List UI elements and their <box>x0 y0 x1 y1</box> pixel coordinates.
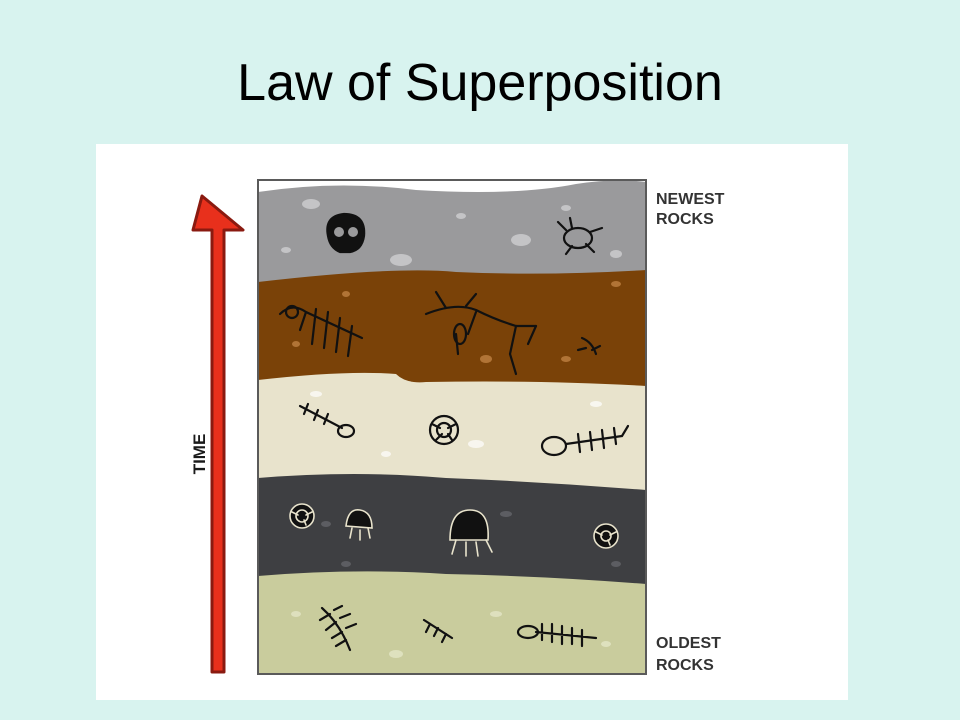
fern-fossil-2 <box>422 618 454 644</box>
pebbles <box>281 199 622 658</box>
skull-fossil <box>326 212 366 254</box>
superposition-diagram: TIME <box>96 144 848 700</box>
jellyfish-fossil-1 <box>345 509 373 541</box>
newest-label-line1: NEWEST <box>656 191 725 208</box>
small-animal-fossil <box>556 216 604 256</box>
newest-label-line2: ROCKS <box>656 211 714 228</box>
olive-bottom-layer <box>258 567 646 674</box>
rock-column-outline <box>257 179 647 675</box>
oldest-label-line1: OLDEST <box>656 635 721 652</box>
ammonite-fossil-2 <box>289 503 315 529</box>
ammonite-fossil-1 <box>428 414 460 446</box>
time-arrow <box>191 194 245 674</box>
small-lizard-fossil <box>576 336 602 356</box>
slide-title: Law of Superposition <box>237 54 723 112</box>
diagram-svg: TIME <box>190 179 725 675</box>
fern-fossil-1 <box>318 604 358 652</box>
brown-layer <box>258 266 646 386</box>
time-axis-label: TIME <box>190 434 209 475</box>
ammonite-fossil-3 <box>593 523 619 549</box>
jellyfish-fossil-2 <box>449 509 493 557</box>
fish-skeleton-fossil-3 <box>540 424 630 457</box>
trilobite-fossil <box>516 622 598 648</box>
reptile-skeleton-fossil <box>424 290 538 376</box>
gray-top-layer <box>258 180 646 282</box>
fossils <box>278 212 630 652</box>
time-arrow-shape <box>191 194 245 674</box>
fish-skeleton-fossil-1 <box>278 304 364 358</box>
fish-skeleton-fossil-2 <box>298 402 356 439</box>
oldest-label-line2: ROCKS <box>656 657 714 674</box>
